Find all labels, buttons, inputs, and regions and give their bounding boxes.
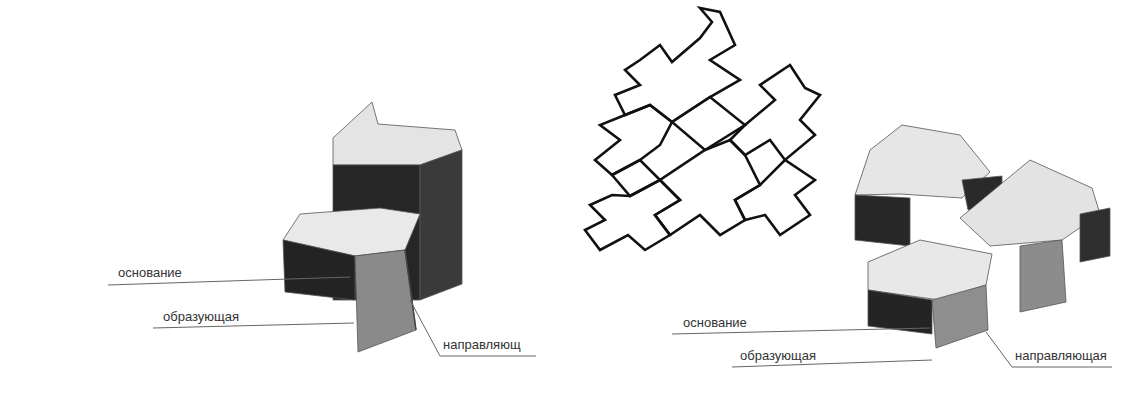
tiling-pattern (585, 8, 820, 250)
left-prism (283, 102, 462, 352)
part-label: образующая (740, 348, 816, 364)
leader-lines (108, 277, 1112, 367)
part-label: основание (683, 315, 747, 331)
part-label: образующая (163, 309, 239, 325)
right-prism-group (855, 125, 1110, 348)
part-label: направляющ (443, 337, 521, 353)
part-label: основание (118, 265, 182, 281)
part-label: направляющая (1015, 348, 1107, 364)
